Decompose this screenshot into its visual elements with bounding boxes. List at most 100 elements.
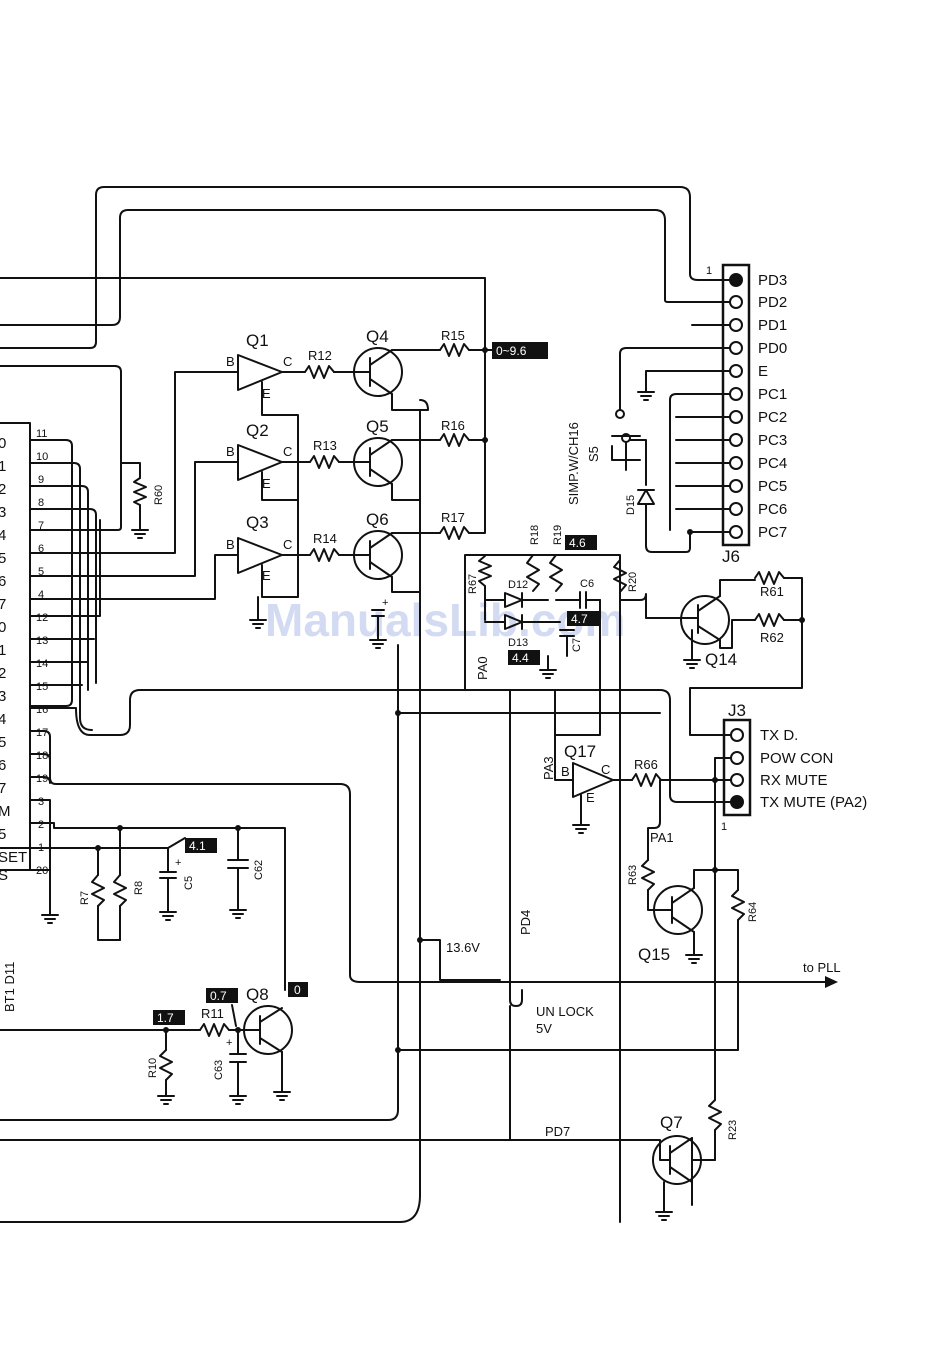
r8-label: R8 (133, 881, 145, 895)
j3-pin1-label: 1 (721, 821, 727, 833)
q15-label: Q15 (638, 945, 670, 964)
j3-pin-label: TX D. (760, 727, 798, 744)
j3-wiring (399, 757, 739, 1101)
pin-b-label: B (226, 444, 235, 459)
pin-e-label: E (262, 386, 271, 401)
ic-edge-label: 1 (0, 642, 6, 659)
wire-0-7-arrow (231, 1004, 237, 1027)
wire-misc (464, 679, 556, 714)
pin-e-label: E (262, 568, 271, 583)
transistor-q7: Q7 (649, 1113, 716, 1221)
resistor-r7: R7 (79, 847, 121, 941)
resistor-r13: R13 (281, 438, 356, 469)
voltage-4-6: 4.6 (565, 535, 597, 550)
capacitor-c5: + C5 (159, 847, 195, 921)
q4-label: Q4 (366, 327, 389, 346)
ic-pin-number: 5 (38, 566, 44, 578)
pin-c-label: C (283, 444, 292, 459)
j6-pin-label: PC1 (758, 386, 787, 403)
resistor-r63: R63 (627, 859, 663, 911)
ic-edge-label: SET (0, 849, 27, 866)
j6-pin-label: PC2 (758, 409, 787, 426)
diode-d15: D15 (625, 489, 655, 515)
resistor-r64: R64 (731, 889, 759, 922)
j6-pin-label: PD1 (758, 317, 787, 334)
wire-pd4 (509, 689, 523, 1141)
transistor-q15: Q15 (638, 869, 716, 964)
junction-dot (235, 825, 241, 831)
ic-bottom-text: BT1 D11 (2, 962, 17, 1012)
cap-plus: + (175, 857, 181, 869)
d15-label: D15 (625, 495, 637, 515)
resistor-r14: R14 (281, 531, 356, 562)
q1-label: Q1 (246, 331, 269, 350)
capacitor-c62: C62 (227, 827, 265, 919)
r10-label: R10 (147, 1058, 159, 1078)
ic-edge-label: 6 (0, 573, 6, 590)
pin-e-label: E (586, 790, 595, 805)
junction-dot (482, 437, 488, 443)
buffer-q3: Q3 B C E (226, 499, 299, 629)
r12-label: R12 (308, 348, 332, 363)
junction-dot (417, 937, 423, 943)
wire-c5-arrow (167, 837, 186, 849)
ic-edge-label: 0 (0, 619, 6, 636)
ic-pin-number: 18 (36, 750, 48, 762)
wire-pa1 (647, 779, 661, 861)
ic-pin-number: 13 (36, 635, 48, 647)
voltage-4-7: 4.7 (567, 611, 599, 626)
ic-pin-number: 9 (38, 474, 44, 486)
capacitor-c7: C7 (539, 621, 583, 679)
r19-label: R19 (552, 525, 564, 545)
ic-edge-label: 6 (0, 757, 6, 774)
voltage-0: 0 (288, 982, 308, 997)
ic-pin-number: 6 (38, 543, 44, 555)
label-unlock-5v: 5V (536, 1021, 552, 1036)
label-pa1: PA1 (650, 830, 674, 845)
ic-pin-number: 7 (38, 520, 44, 532)
r14-label: R14 (313, 531, 337, 546)
j6-pin-label: PC6 (758, 501, 787, 518)
r7-label: R7 (79, 891, 91, 905)
pin-b-label: B (226, 354, 235, 369)
r11-label: R11 (201, 1006, 224, 1021)
voltage-4-1: 4.1 (185, 838, 217, 853)
ic-pin-number: 11 (36, 428, 47, 440)
watermark: ManualsLib.com (265, 594, 625, 646)
resistor-r11: R11 (199, 1006, 251, 1037)
j6-pin-label: PC4 (758, 455, 787, 472)
voltage-0-7-label: 0.7 (210, 989, 227, 1003)
q3-label: Q3 (246, 513, 269, 532)
resistor-r19: R19 (549, 525, 564, 592)
resistor-r17: R17 (439, 347, 486, 540)
r16-label: R16 (441, 418, 465, 433)
resistor-r60: R60 (131, 477, 165, 539)
pin-c-label: C (283, 354, 292, 369)
junction-dot (799, 617, 805, 623)
label-pa0: PA0 (475, 656, 490, 680)
j3-pin-label: RX MUTE (760, 772, 828, 789)
pin-c-label: C (283, 537, 292, 552)
j6-wiring (615, 347, 731, 553)
ic-pin-wires (0, 186, 826, 991)
q14-label: Q14 (705, 650, 737, 669)
junction-dot (712, 777, 718, 783)
pin-e-label: E (262, 476, 271, 491)
wire-13-6v-rail (0, 409, 421, 1223)
c62-label: C62 (253, 860, 265, 880)
ic-edge-label: 2 (0, 481, 6, 498)
transistor-q4: Q4 (353, 327, 441, 411)
resistor-r66: R66 (612, 757, 691, 787)
j3-pin-label: TX MUTE (PA2) (760, 794, 867, 811)
j6-pin-label: PD0 (758, 340, 787, 357)
transistor-q5: Q5 (353, 417, 441, 501)
j6-pin1-label: 1 (706, 265, 712, 277)
j3-label: J3 (728, 701, 746, 720)
ic-edge-label: 1 (0, 458, 6, 475)
label-13-6v: 13.6V (446, 940, 480, 955)
c63-label: C63 (213, 1060, 225, 1080)
junction-dot (117, 825, 123, 831)
ic-edge-label: 7 (0, 596, 6, 613)
ic-edge-label: M (0, 803, 11, 820)
r64-label: R64 (747, 902, 759, 922)
